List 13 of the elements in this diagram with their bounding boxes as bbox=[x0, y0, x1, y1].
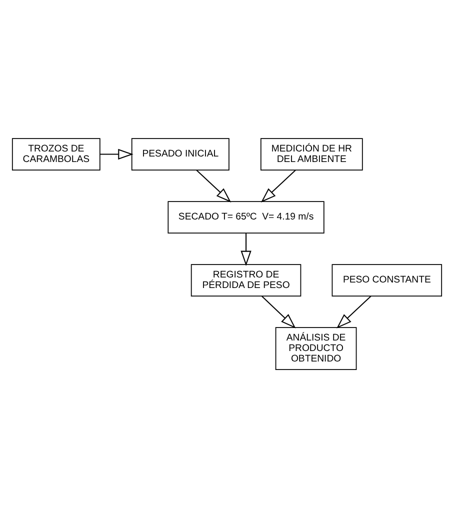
node-box: REGISTRO DE PÉRDIDA DE PESO bbox=[190, 264, 302, 296]
node-box: MEDICIÓN DE HR DEL AMBIENTE bbox=[260, 138, 363, 170]
node-box: SECADO T= 65ºC V= 4.19 m/s bbox=[168, 200, 324, 233]
node-box: TROZOS DE CARAMBOLAS bbox=[12, 138, 100, 170]
arrow bbox=[196, 169, 232, 202]
arrow bbox=[262, 295, 296, 328]
node-box: PESO CONSTANTE bbox=[332, 264, 442, 296]
arrow bbox=[260, 169, 296, 202]
node-box: ANÁLISIS DE PRODUCTO OBTENIDO bbox=[275, 326, 357, 370]
arrow bbox=[336, 295, 372, 328]
arrow bbox=[100, 148, 134, 160]
node-box: PESADO INICIAL bbox=[131, 138, 230, 170]
arrow bbox=[240, 232, 252, 266]
